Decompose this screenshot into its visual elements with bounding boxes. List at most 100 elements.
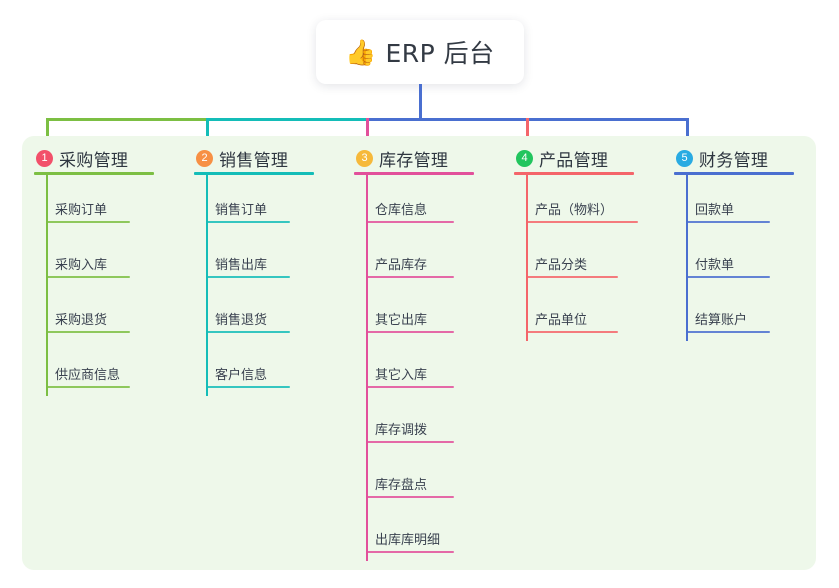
branch-drop-3: [366, 118, 369, 144]
branch-badge-5: 5: [676, 150, 693, 167]
menu-item-label: 产品分类: [535, 258, 588, 273]
menu-item[interactable]: 产品库存: [342, 230, 502, 285]
menu-item[interactable]: 库存盘点: [342, 450, 502, 505]
menu-item[interactable]: 产品单位: [502, 285, 662, 340]
branch-header-1[interactable]: 1 采购管理: [36, 146, 128, 171]
branch-column-4: 4 产品管理产品（物料） 产品分类产品单位: [502, 136, 662, 570]
menu-item-underline: [366, 551, 454, 553]
menu-item[interactable]: 回款单: [662, 175, 822, 230]
menu-item-underline: [206, 221, 290, 223]
root-node[interactable]: 👍 ERP 后台: [316, 20, 524, 84]
menu-item-label: 采购订单: [55, 203, 108, 218]
branch-header-5[interactable]: 5 财务管理: [676, 146, 768, 171]
branch-column-5: 5 财务管理回款单付款单结算账户: [662, 136, 822, 570]
menu-item-label: 产品（物料）: [535, 203, 614, 218]
menu-item-underline: [526, 221, 638, 223]
menu-item-label: 采购入库: [55, 258, 108, 273]
menu-item[interactable]: 销售出库: [182, 230, 342, 285]
menu-item-underline: [526, 276, 618, 278]
menu-item-label: 客户信息: [215, 368, 268, 383]
branch-underline-3: [354, 172, 474, 175]
menu-item-label: 供应商信息: [55, 368, 121, 383]
menu-item-label: 其它出库: [375, 313, 428, 328]
branch-spine-2: [206, 174, 208, 396]
branch-spine-3: [366, 174, 368, 561]
menu-item-label: 回款单: [695, 203, 735, 218]
menu-item-underline: [686, 276, 770, 278]
branch-header-4[interactable]: 4 产品管理: [516, 146, 608, 171]
menu-item[interactable]: 其它入库: [342, 340, 502, 395]
menu-item[interactable]: 产品（物料）: [502, 175, 662, 230]
menu-item[interactable]: 销售退货: [182, 285, 342, 340]
branch-title-1: 采购管理: [59, 151, 129, 171]
menu-item-underline: [686, 331, 770, 333]
menu-item[interactable]: 库存调拨: [342, 395, 502, 450]
menu-item-underline: [366, 221, 454, 223]
menu-item[interactable]: 其它出库: [342, 285, 502, 340]
menu-item[interactable]: 出库库明细: [342, 505, 502, 560]
menu-item-label: 销售退货: [215, 313, 268, 328]
branch-title-5: 财务管理: [699, 151, 769, 171]
menu-item-underline: [206, 276, 290, 278]
menu-item[interactable]: 采购退货: [22, 285, 182, 340]
thumbs-up-icon: 👍: [345, 37, 377, 67]
branch-items-1: 采购订单采购入库采购退货供应商信息: [22, 175, 182, 395]
root-node-title: ERP 后台: [385, 39, 495, 68]
branch-underline-4: [514, 172, 634, 175]
menu-item-underline: [686, 221, 770, 223]
branch-title-3: 库存管理: [379, 151, 449, 171]
menu-item[interactable]: 采购订单: [22, 175, 182, 230]
branch-underline-5: [674, 172, 794, 175]
branch-spine-1: [46, 174, 48, 396]
menu-item-underline: [366, 276, 454, 278]
branch-items-3: 仓库信息产品库存其它出库其它入库库存调拨库存盘点出库库明细: [342, 175, 502, 560]
menu-item-label: 采购退货: [55, 313, 108, 328]
menu-item[interactable]: 付款单: [662, 230, 822, 285]
menu-item[interactable]: 产品分类: [502, 230, 662, 285]
menu-item[interactable]: 采购入库: [22, 230, 182, 285]
branch-items-5: 回款单付款单结算账户: [662, 175, 822, 340]
root-stem: [419, 84, 422, 121]
menu-item-underline: [46, 386, 130, 388]
branch-badge-3: 3: [356, 150, 373, 167]
menu-item[interactable]: 客户信息: [182, 340, 342, 395]
branch-underline-2: [194, 172, 314, 175]
menu-item-underline: [366, 331, 454, 333]
bus-segment-2: [206, 118, 368, 121]
branch-header-3[interactable]: 3 库存管理: [356, 146, 448, 171]
menu-item-label: 产品库存: [375, 258, 428, 273]
branch-badge-1: 1: [36, 150, 53, 167]
menu-item-underline: [206, 386, 290, 388]
branch-badge-4: 4: [516, 150, 533, 167]
menu-item-underline: [46, 331, 130, 333]
branch-drop-2: [206, 118, 209, 144]
menu-item-label: 库存盘点: [375, 478, 428, 493]
branch-title-4: 产品管理: [539, 151, 609, 171]
menu-item[interactable]: 供应商信息: [22, 340, 182, 395]
menu-item-underline: [366, 386, 454, 388]
menu-item-label: 其它入库: [375, 368, 428, 383]
branch-drop-4: [526, 118, 529, 144]
menu-item-underline: [366, 496, 454, 498]
menu-item-label: 产品单位: [535, 313, 588, 328]
menu-item-label: 仓库信息: [375, 203, 428, 218]
menu-item[interactable]: 销售订单: [182, 175, 342, 230]
menu-item-underline: [46, 276, 130, 278]
branch-underline-1: [34, 172, 154, 175]
menu-item-label: 销售出库: [215, 258, 268, 273]
branch-drop-1: [46, 118, 49, 144]
menu-item[interactable]: 仓库信息: [342, 175, 502, 230]
branch-column-3: 3 库存管理仓库信息产品库存其它出库其它入库库存调拨库存盘点出库库明细: [342, 136, 502, 570]
menu-item-label: 出库库明细: [375, 533, 441, 548]
menu-item[interactable]: 结算账户: [662, 285, 822, 340]
branch-drop-5: [686, 118, 689, 144]
menu-item-label: 库存调拨: [375, 423, 428, 438]
bus-segment-1: [46, 118, 208, 121]
branch-column-1: 1 采购管理采购订单采购入库采购退货供应商信息: [22, 136, 182, 570]
menu-item-underline: [206, 331, 290, 333]
branch-badge-2: 2: [196, 150, 213, 167]
